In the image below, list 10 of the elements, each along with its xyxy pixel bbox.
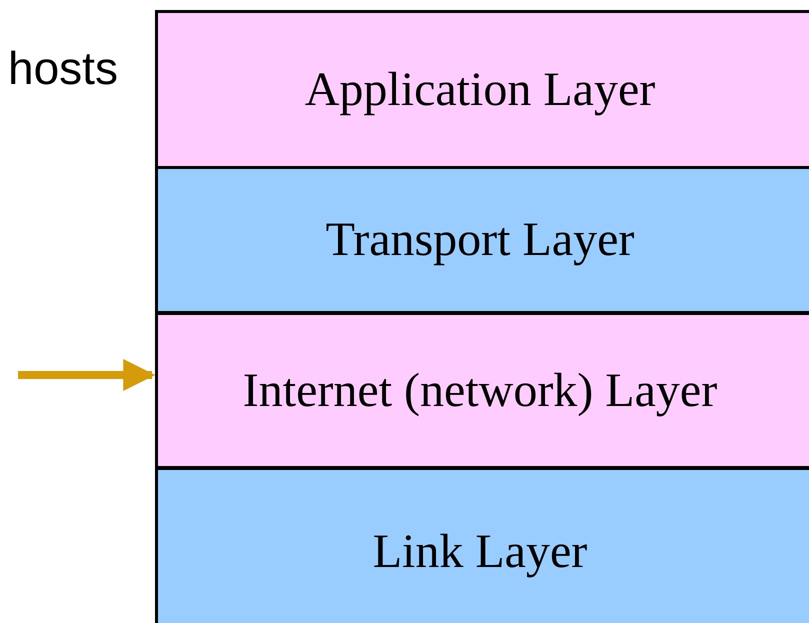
side-label: hosts xyxy=(8,41,118,96)
layer-label: Link Layer xyxy=(372,524,588,580)
layer-box xyxy=(155,312,809,469)
layer-box xyxy=(155,10,809,169)
layer-label: Internet (network) Layer xyxy=(242,362,718,418)
layer-label: Application Layer xyxy=(304,62,656,118)
arrow xyxy=(18,359,156,391)
layer-label: Transport Layer xyxy=(326,212,636,268)
layer-box xyxy=(155,467,809,623)
layer-box xyxy=(155,166,809,314)
